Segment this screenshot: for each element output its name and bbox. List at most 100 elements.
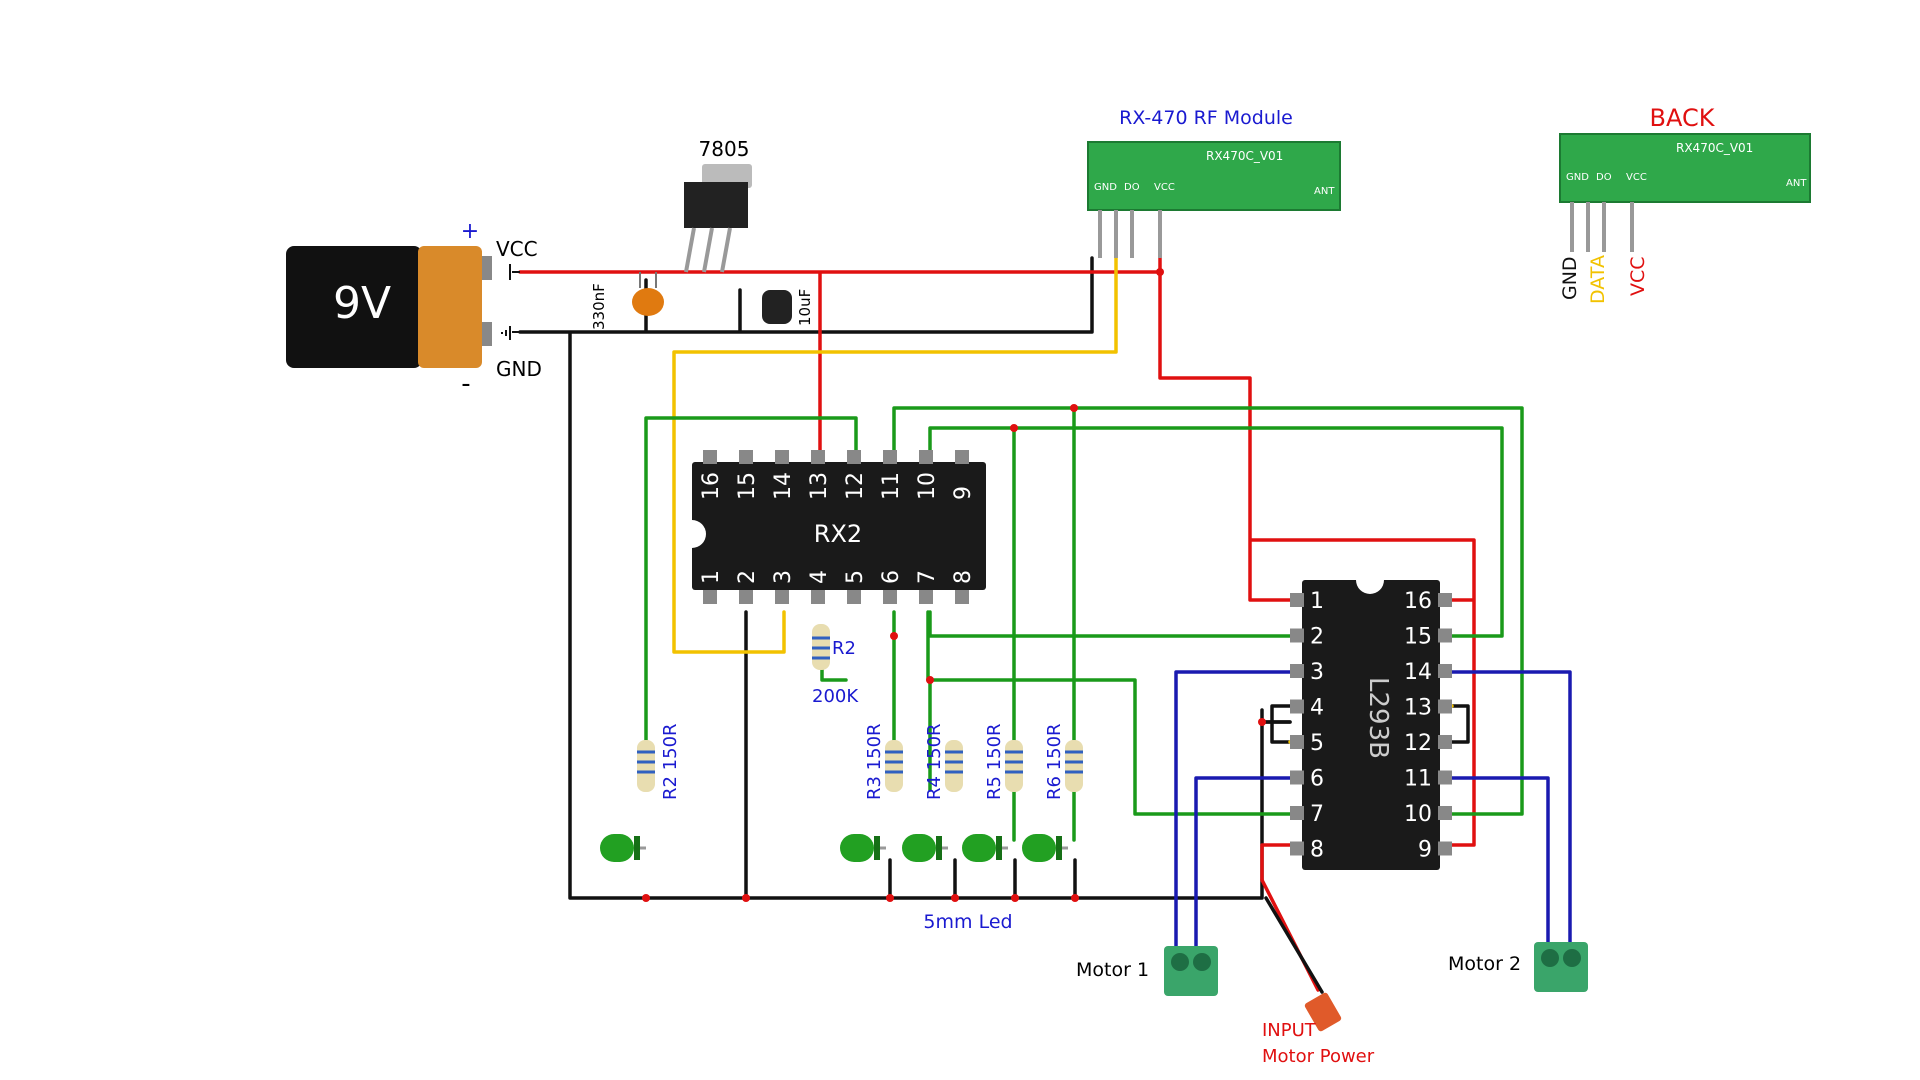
motor-power-connector: INPUT Motor Power (1262, 992, 1375, 1067)
back-ant-label: ANT (1786, 178, 1807, 189)
rf-pin-do: DO (1124, 182, 1140, 193)
decoder-top-pin (739, 450, 753, 464)
led-resistor: R3 150R (864, 723, 903, 800)
r2-bias-value: 200K (812, 686, 859, 707)
decoder-top-pin-label: 9 (951, 486, 976, 500)
driver-right-pin (1438, 664, 1452, 678)
regulator-7805: 7805 (684, 137, 752, 273)
driver-right-pin (1438, 735, 1452, 749)
driver-left-pin (1290, 699, 1304, 714)
motor2-terminal: Motor 2 (1448, 942, 1588, 992)
driver-left-pin-label: 5 (1310, 731, 1324, 756)
decoder-top-pin (883, 450, 897, 464)
decoder-top-pin (703, 450, 717, 464)
capacitor-330nf: 330nF (590, 272, 664, 330)
leds-label: 5mm Led (923, 911, 1012, 933)
decoder-bottom-pin (919, 590, 933, 604)
motor2-label: Motor 2 (1448, 953, 1521, 975)
regulator-label: 7805 (699, 137, 750, 161)
green-led (962, 834, 1008, 862)
decoder-bottom-pin (703, 590, 717, 604)
led-resistor: R4 150R (924, 723, 963, 800)
driver-left-pin-label: 4 (1310, 696, 1324, 721)
rf-pin-vcc: VCC (1154, 182, 1175, 193)
back-label-vcc: VCC (1627, 256, 1649, 296)
decoder-bottom-pin-label: 3 (771, 570, 796, 584)
driver-left-pin (1290, 806, 1304, 820)
decoder-bottom-pin (955, 590, 969, 604)
decoder-top-pin (811, 450, 825, 464)
decoder-bottom-pin-label: 8 (951, 570, 976, 584)
decoder-top-pin-label: 10 (915, 472, 940, 500)
battery-plus: + (461, 219, 479, 244)
led-resistor-label: R5 150R (984, 723, 1005, 800)
driver-right-pin-label: 10 (1404, 802, 1432, 827)
decoder-top-pin-label: 11 (879, 472, 904, 500)
driver-left-pin (1290, 593, 1304, 607)
data-wire (672, 256, 1118, 654)
r2-bias-label: R2 (832, 638, 856, 659)
led-resistor: R5 150R (984, 723, 1023, 800)
led-resistor: R6 150R (1044, 723, 1083, 800)
green-led (840, 834, 886, 862)
decoder-bottom-pin (883, 590, 897, 604)
driver-left-pin (1290, 664, 1304, 678)
driver-right-pin-label: 12 (1404, 731, 1432, 756)
green-led (600, 834, 646, 862)
decoder-bottom-pin (811, 590, 825, 604)
driver-right-pin (1438, 593, 1452, 607)
decoder-bottom-pin (775, 590, 789, 604)
vcc-wire (518, 256, 1476, 882)
driver-left-pin-label: 3 (1310, 660, 1324, 685)
driver-left-pin-label: 1 (1310, 589, 1324, 614)
led-resistor-label: R6 150R (1044, 723, 1065, 800)
decoder-label: RX2 (814, 520, 862, 548)
decoder-bottom-pin-label: 5 (843, 570, 868, 584)
decoder-top-pin-label: 16 (699, 472, 724, 500)
driver-left-pin (1290, 628, 1304, 643)
decoder-bottom-pin-label: 1 (699, 570, 724, 584)
battery-voltage: 9V (333, 278, 391, 329)
driver-right-pin (1438, 841, 1452, 856)
motor-power-wire-black (1264, 896, 1324, 994)
resistor-r2-200k: R2 200K (812, 624, 859, 707)
driver-right-pin (1438, 628, 1452, 643)
decoder-top-pin-label: 13 (807, 472, 832, 500)
decoder-top-pin (775, 450, 789, 464)
rf-board-text: RX470C_V01 (1206, 149, 1283, 163)
decoder-bottom-pin (847, 590, 861, 604)
driver-left-pin-label: 7 (1310, 802, 1324, 827)
driver-left-pin (1290, 770, 1304, 785)
capacitor-330nf-label: 330nF (590, 283, 608, 330)
capacitor-10uf-label: 10uF (796, 289, 814, 326)
motor-power-label: Motor Power (1262, 1046, 1375, 1067)
back-label-data: DATA (1587, 255, 1609, 304)
driver-right-pin (1438, 770, 1452, 785)
driver-left-pin-label: 6 (1310, 767, 1324, 792)
motor1-terminal: Motor 1 (1076, 946, 1218, 996)
decoder-top-pin-label: 14 (771, 472, 796, 500)
battery-9v: 9V + - VCC GND (286, 219, 542, 399)
driver-left-pin-label: 8 (1310, 838, 1324, 863)
rf-module: RX-470 RF Module RX470C_V01 GND DO VCC A… (1087, 107, 1341, 258)
decoder-bottom-pin-label: 6 (879, 570, 904, 584)
led-resistor: R2 150R (637, 723, 681, 800)
led-resistor-label: R2 150R (660, 723, 681, 800)
back-pin-gnd: GND (1566, 172, 1589, 183)
input-label: INPUT (1262, 1020, 1317, 1041)
green-led (902, 834, 948, 862)
green-led (1022, 834, 1068, 862)
rf-module-title: RX-470 RF Module (1119, 107, 1293, 129)
decoder-top-pin (919, 450, 933, 464)
back-pin-do: DO (1596, 172, 1612, 183)
driver-right-pin-label: 15 (1404, 625, 1432, 650)
decoder-top-pin (847, 450, 861, 464)
decoder-bottom-pin-label: 4 (807, 570, 832, 584)
decoder-top-pin (955, 450, 969, 464)
led-resistor-label: R4 150R (924, 723, 945, 800)
decoder-bottom-pin-label: 7 (915, 570, 940, 584)
jumper-wire (1260, 704, 1470, 744)
